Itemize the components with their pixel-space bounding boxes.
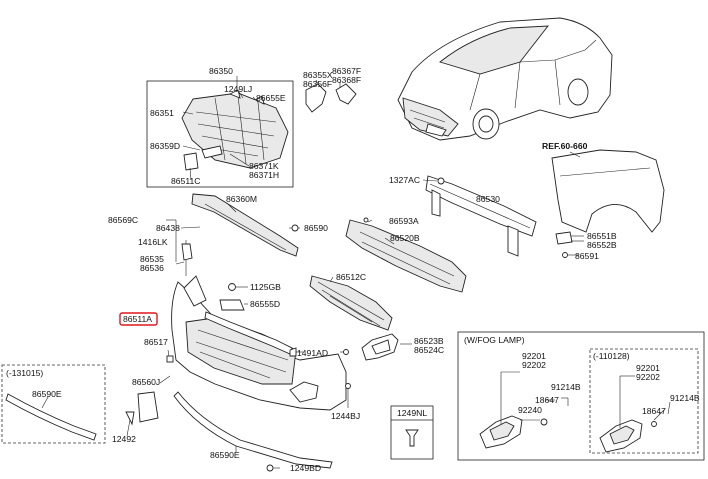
upper-brackets <box>305 79 357 113</box>
label-92201-inset[interactable]: 92201 <box>636 363 660 373</box>
label-1327AC[interactable]: 1327AC <box>389 175 420 185</box>
label-inset-131015: (-131015) <box>6 368 43 378</box>
part-labels: 86350 1249LJ 86655E 86351 86359D 86371K … <box>6 66 700 473</box>
label-1249LJ[interactable]: 1249LJ <box>224 84 252 94</box>
label-86530[interactable]: 86530 <box>476 194 500 204</box>
label-1244BJ[interactable]: 1244BJ <box>331 411 360 421</box>
label-86350[interactable]: 86350 <box>209 66 233 76</box>
grille-assembly-group <box>146 76 294 188</box>
label-12492[interactable]: 12492 <box>112 434 136 444</box>
label-1125GB[interactable]: 1125GB <box>250 282 281 292</box>
label-86552B[interactable]: 86552B <box>587 240 617 250</box>
label-86438[interactable]: 86438 <box>156 223 180 233</box>
fog-lamp-box <box>457 331 705 461</box>
label-86551B[interactable]: 86551B <box>587 231 617 241</box>
car-illustration <box>397 17 613 141</box>
label-1491AD[interactable]: 1491AD <box>297 348 328 358</box>
label-86512C[interactable]: 86512C <box>336 272 366 282</box>
label-86517[interactable]: 86517 <box>144 337 168 347</box>
label-86524C[interactable]: 86524C <box>414 345 444 355</box>
label-91214B-inset[interactable]: 91214B <box>670 393 700 403</box>
label-86555D[interactable]: 86555D <box>250 299 280 309</box>
label-86590[interactable]: 86590 <box>304 223 328 233</box>
label-86511A[interactable]: 86511A <box>123 314 152 324</box>
label-86590E-main[interactable]: 86590E <box>210 450 240 460</box>
label-86560J[interactable]: 86560J <box>132 377 160 387</box>
label-86359D[interactable]: 86359D <box>150 141 180 151</box>
label-1249NL[interactable]: 1249NL <box>397 408 427 418</box>
fog-cover-part <box>361 333 412 361</box>
label-91214B-fog[interactable]: 91214B <box>551 382 581 392</box>
license-bracket-part <box>125 349 174 437</box>
label-86569C[interactable]: 86569C <box>108 215 138 225</box>
label-86593A[interactable]: 86593A <box>389 216 419 226</box>
label-86371H[interactable]: 86371H <box>249 170 279 180</box>
front-bumper-part <box>171 240 347 411</box>
inset-131015-group <box>1 364 106 444</box>
lower-spoiler-part <box>173 391 333 472</box>
label-92201-fog[interactable]: 92201 <box>522 351 546 361</box>
upper-molding-part <box>166 193 300 262</box>
label-86355X[interactable]: 86355X <box>303 70 333 80</box>
label-86523B[interactable]: 86523B <box>414 336 444 346</box>
label-86367F[interactable]: 86367F <box>332 66 361 76</box>
label-ref-60-660[interactable]: REF.60-660 <box>542 141 588 151</box>
label-86520B[interactable]: 86520B <box>390 233 420 243</box>
bumper-beam-part <box>422 175 537 257</box>
label-86511C[interactable]: 86511C <box>171 176 200 186</box>
label-92240[interactable]: 92240 <box>518 405 542 415</box>
label-86591[interactable]: 86591 <box>575 251 599 261</box>
label-1416LK[interactable]: 1416LK <box>138 237 168 247</box>
clip-1249NL-box <box>390 405 434 460</box>
label-86371K[interactable]: 86371K <box>249 161 279 171</box>
energy-absorber-part <box>345 217 467 293</box>
label-92202-inset[interactable]: 92202 <box>636 372 660 382</box>
fender-part <box>551 149 665 258</box>
label-fog-lamp-variant: (W/FOG LAMP) <box>464 335 525 345</box>
label-18647-inset[interactable]: 18647 <box>642 406 666 416</box>
label-86590E-inset[interactable]: 86590E <box>32 389 62 399</box>
label-86356F[interactable]: 86356F <box>303 79 332 89</box>
bumper-fasteners <box>219 283 351 408</box>
label-92202-fog[interactable]: 92202 <box>522 360 546 370</box>
label-86368F[interactable]: 86368F <box>332 75 361 85</box>
label-86655E[interactable]: 86655E <box>256 93 286 103</box>
label-inset-110128: (-110128) <box>593 351 630 361</box>
label-86536[interactable]: 86536 <box>140 263 164 273</box>
label-1249BD[interactable]: 1249BD <box>290 463 321 473</box>
label-86351[interactable]: 86351 <box>150 108 174 118</box>
label-18647-fog[interactable]: 18647 <box>535 395 559 405</box>
label-86535[interactable]: 86535 <box>140 254 164 264</box>
selected-part-highlight <box>119 312 158 326</box>
lower-grille-part <box>309 275 393 331</box>
label-86360M[interactable]: 86360M <box>226 194 257 204</box>
